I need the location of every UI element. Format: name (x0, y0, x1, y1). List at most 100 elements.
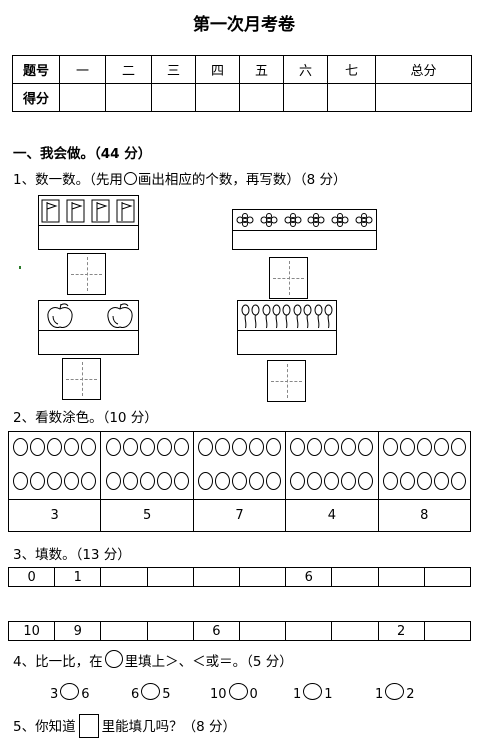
compare-right: 2 (406, 687, 415, 702)
divider (39, 225, 138, 226)
flower-icon (307, 213, 325, 227)
number-cell[interactable] (423, 621, 472, 641)
number-cell[interactable] (377, 567, 425, 587)
circle-group[interactable] (7, 431, 102, 500)
score-input-cell[interactable] (195, 83, 240, 112)
number-cell[interactable]: 10 (7, 621, 56, 641)
number-cell[interactable] (423, 567, 472, 587)
number-cell[interactable]: 0 (7, 567, 56, 587)
question-5-suffix: 里能填几吗？（8 分） (101, 719, 236, 735)
compare-left: 10 (210, 687, 227, 702)
circle-group[interactable] (100, 431, 194, 500)
number-cell[interactable] (192, 567, 240, 587)
score-input-cell[interactable] (327, 83, 376, 112)
section-heading: 一、我会做。（44 分） (13, 146, 152, 162)
circle-group[interactable] (192, 431, 287, 500)
number-cell[interactable] (285, 621, 333, 641)
write-box[interactable] (62, 358, 101, 400)
balloon-icon (272, 304, 281, 328)
score-header-cell: 总分 (375, 55, 472, 84)
flower-icon (331, 213, 349, 227)
compare-circle[interactable] (385, 683, 405, 700)
question-1-prefix: 1、数一数。（先用 (13, 172, 123, 188)
score-input-cell[interactable] (59, 83, 106, 112)
number-line-2: 10 9 6 2 (7, 621, 472, 641)
number-cell[interactable]: 6 (192, 621, 240, 641)
compare-left: 6 (131, 687, 140, 702)
compare-left: 1 (375, 687, 384, 702)
compare-right: 6 (81, 687, 90, 702)
score-input-cell[interactable] (239, 83, 284, 112)
flag-icon (41, 199, 60, 222)
balloon-icon (314, 304, 323, 328)
compare-right: 1 (324, 687, 333, 702)
answer-box[interactable] (78, 714, 99, 738)
color-number: 4 (285, 499, 379, 532)
count-box-flowers (232, 209, 377, 250)
question-4-label: 4、比一比，在里填上＞、＜或＝。（5 分） (13, 650, 293, 670)
score-header-cell: 三 (151, 55, 196, 84)
compare-circle[interactable] (60, 683, 80, 700)
number-cell[interactable] (146, 567, 194, 587)
write-box[interactable] (67, 253, 106, 295)
flower-icon (236, 213, 254, 227)
write-box[interactable] (269, 257, 308, 299)
flower-row (233, 211, 376, 229)
question-3-label: 3、填数。（13 分） (13, 547, 131, 563)
balloon-icon (241, 304, 250, 328)
compare-circle[interactable] (228, 683, 248, 700)
score-header-row: 题号 一 二 三 四 五 六 七 总分 (12, 55, 472, 84)
number-cell[interactable] (100, 621, 148, 641)
score-header-cell: 题号 (12, 55, 60, 84)
circle-group[interactable] (377, 431, 472, 500)
score-header-cell: 七 (327, 55, 376, 84)
number-cell[interactable] (238, 567, 287, 587)
score-input-cell[interactable] (151, 83, 196, 112)
score-input-cell[interactable] (283, 83, 328, 112)
number-cell[interactable] (331, 567, 379, 587)
question-5-prefix: 5、你知道 (13, 719, 76, 735)
balloon-icon (282, 304, 291, 328)
number-cell[interactable] (100, 567, 148, 587)
compare-right: 0 (249, 687, 258, 702)
flag-row (39, 197, 138, 224)
compare-circle[interactable] (141, 683, 161, 700)
compare-left: 1 (293, 687, 302, 702)
score-header-cell: 五 (239, 55, 284, 84)
write-box[interactable] (267, 360, 306, 402)
question-5-label: 5、你知道 里能填几吗？（8 分） (13, 714, 236, 738)
number-cell[interactable]: 1 (54, 567, 102, 587)
question-4-suffix: 里填上＞、＜或＝。（5 分） (124, 654, 293, 670)
number-cell[interactable] (331, 621, 379, 641)
page-title: 第一次月考卷 (193, 15, 295, 35)
number-cell[interactable]: 2 (377, 621, 425, 641)
score-table: 题号 一 二 三 四 五 六 七 总分 得分 (12, 55, 472, 112)
score-input-cell[interactable] (375, 83, 472, 112)
circles-row (7, 431, 472, 500)
score-header-cell: 四 (195, 55, 240, 84)
color-number: 8 (377, 499, 472, 532)
number-cell[interactable] (238, 621, 287, 641)
compare-right: 5 (162, 687, 171, 702)
apple-row (45, 301, 135, 330)
divider (238, 330, 336, 331)
flower-icon (284, 213, 302, 227)
number-cell[interactable]: 9 (54, 621, 102, 641)
balloon-icon (293, 304, 302, 328)
score-input-cell[interactable] (105, 83, 152, 112)
color-circles-table: 3 5 7 4 8 (7, 431, 472, 532)
score-label-cell: 得分 (12, 83, 60, 112)
divider (39, 330, 138, 331)
question-1-suffix: 画出相应的个数，再写数）（8 分） (137, 172, 347, 188)
numbers-row: 3 5 7 4 8 (7, 499, 472, 532)
number-cell[interactable]: 6 (285, 567, 333, 587)
divider (233, 230, 376, 231)
balloon-icon (324, 304, 333, 328)
compare-circle[interactable] (303, 683, 323, 700)
apple-icon (47, 302, 73, 328)
balloon-icon (303, 304, 312, 328)
flag-icon (66, 199, 85, 222)
number-cell[interactable] (146, 621, 194, 641)
circle-group[interactable] (285, 431, 379, 500)
